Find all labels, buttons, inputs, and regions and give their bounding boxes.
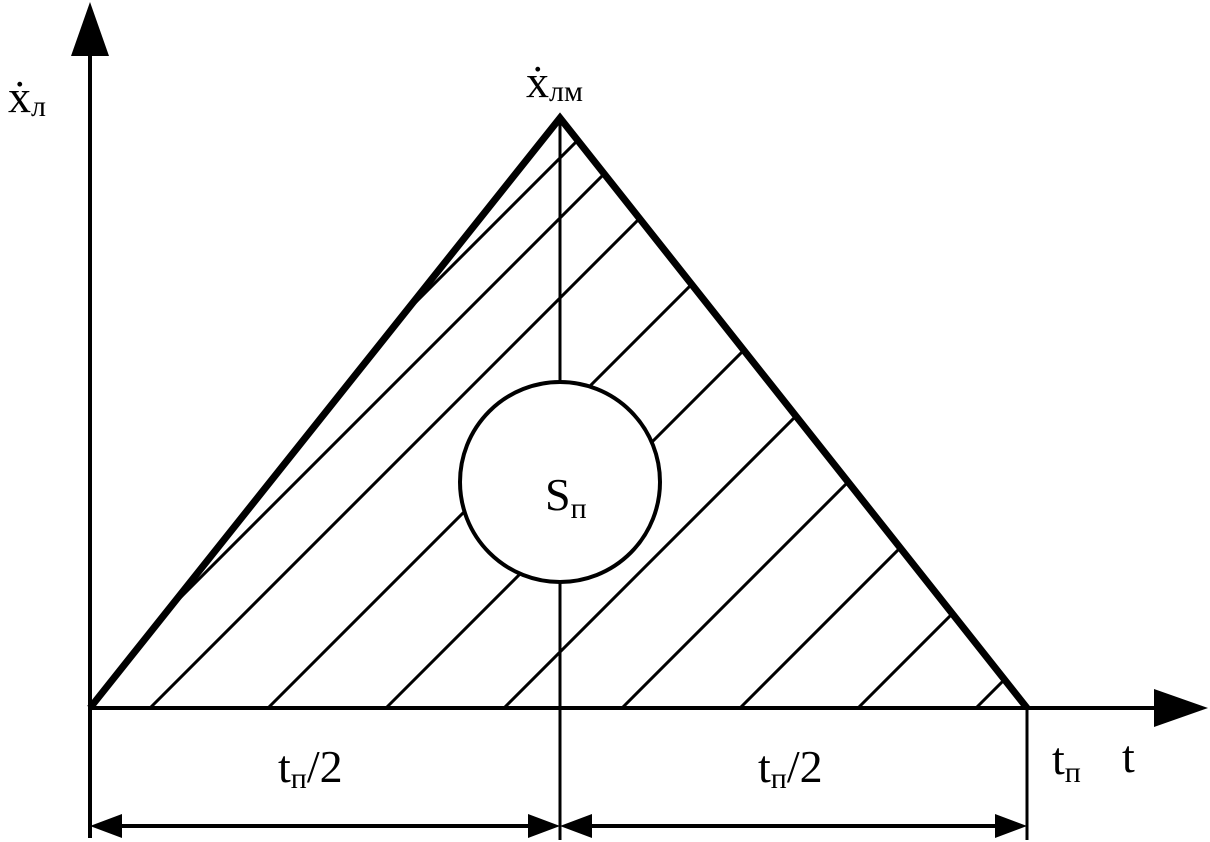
x-axis-arrow [1154, 689, 1208, 727]
half-time-left-label: tп/2 [278, 741, 343, 795]
velocity-triangle [87, 112, 1030, 711]
area-hatching [90, 118, 1027, 708]
dimension-arrow-left [90, 814, 560, 838]
area-label: Sп [545, 469, 587, 525]
total-time-label: tп [1052, 733, 1081, 789]
area-label-circle [458, 380, 662, 584]
peak-velocity-label: ẋлм [526, 56, 583, 108]
dimension-arrow-right [560, 814, 1027, 838]
y-axis-label: ẋл [8, 71, 46, 123]
half-time-right-label: tп/2 [758, 741, 823, 795]
x-axis-label: t [1122, 731, 1135, 782]
y-axis-arrow [71, 2, 109, 56]
